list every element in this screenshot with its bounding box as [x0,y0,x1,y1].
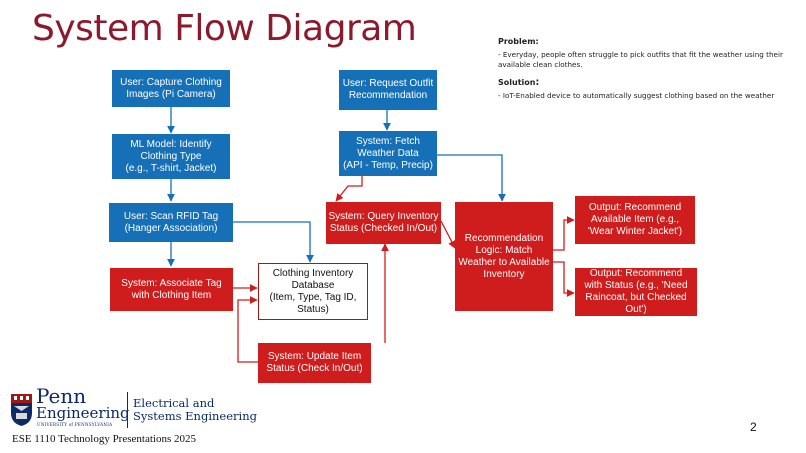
arrow-logic-to-out1 [553,216,575,251]
node-line: Recommendation [464,232,544,244]
arrow-fetch-to-logic [437,154,506,202]
node-line: Clothing Type [140,150,202,162]
node-line: (e.g., T-shirt, Jacket) [125,162,217,174]
dept-line: Electrical and [133,396,215,410]
node-line: Status (Checked In/Out) [329,223,438,234]
node-line: with Status (e.g., 'Need [584,280,688,291]
node-line: Status) [297,303,329,315]
node-line: (API - Temp, Precip) [343,159,433,171]
problem-text: - Everyday, people often struggle to pic… [498,50,783,69]
solution-heading: Solution [498,78,536,87]
problem-solution-panel: Problem: - Everyday, people often strugg… [498,37,798,101]
logo-penn-text: Penn [36,384,87,408]
footer-text: ESE 1110 Technology Presentations 2025 [12,433,196,445]
node-line: Raincoat, but Checked Out') [585,292,687,315]
node-line: System: Fetch [356,135,420,147]
node-line: Status (Check In/Out) [266,363,363,374]
logo-university-text: UNIVERSITY of PENNSYLVANIA [37,422,113,427]
node-line: System: Query Inventory [328,211,439,222]
node-line: Database [291,279,335,291]
solution-text: - IoT-Enabled device to automatically su… [498,91,775,100]
problem-heading: Problem: [498,37,539,46]
solution-colon: : [535,77,540,88]
logo-engineering-text: Engineering [36,404,130,422]
dept-line: Systems Engineering [133,409,257,423]
logo-department: Electrical and Systems Engineering [133,397,257,423]
node-line: Weather to Available [458,256,550,268]
arrow-scan-to-database [233,221,314,263]
node-line: Weather Data [357,147,419,159]
node-line: Available Item (e.g., [590,214,680,225]
node-line: (Hanger Association) [124,222,218,234]
page-number: 2 [750,420,757,434]
node-line: Inventory [483,268,525,280]
node-line: Clothing Inventory [272,267,354,279]
node-line: ML Model: Identify [130,138,212,150]
node-line: Recommendation [348,90,428,101]
node-line: User: Scan RFID Tag [123,210,219,222]
node-line: Logic: Match [475,244,533,256]
arrow-fetch-to-query [335,176,363,202]
logo-divider [127,392,128,428]
page-title: System Flow Diagram [32,8,417,49]
penn-shield-icon [11,394,32,426]
arrow-logic-to-out2 [553,261,575,297]
node-line: with Clothing Item [131,289,212,301]
solution-heading-line: Solution: [498,78,798,88]
node-line: (Item, Type, Tag ID, [269,291,357,303]
node-line: Images (Pi Camera) [126,88,216,100]
node-line: 'Wear Winter Jacket') [587,226,683,237]
node-line: User: Request Outfit [342,78,434,89]
node-line: Output: Recommend [588,202,682,213]
arrow-update-to-database [237,296,258,363]
node-line: Output: Recommend [589,268,683,279]
node-scan-rfid: User: Scan RFID Tag(Hanger Association) [109,203,233,242]
node-line: User: Capture Clothing [120,76,222,88]
node-line: System: Associate Tag [121,277,222,289]
node-line: System: Update Item [267,351,362,362]
arrow-query-to-logic [440,220,456,249]
